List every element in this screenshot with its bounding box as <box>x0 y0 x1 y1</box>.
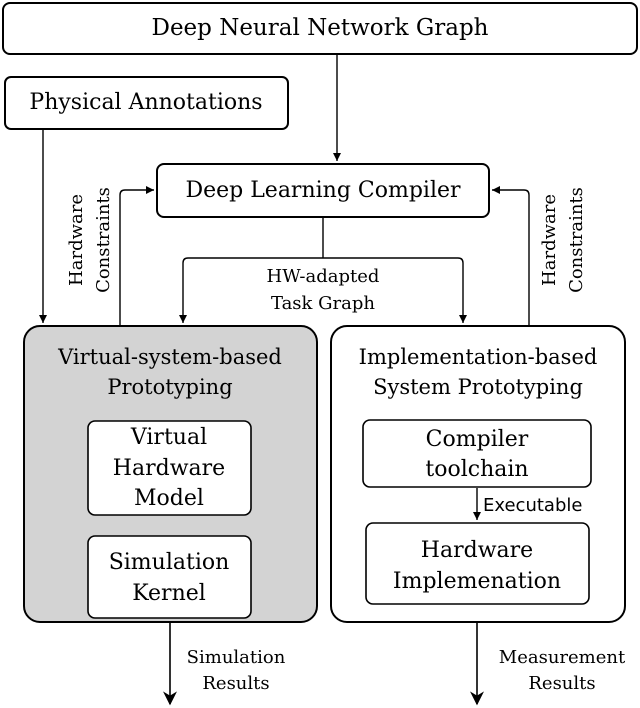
simulation-results-line1: Simulation <box>187 647 286 668</box>
compiler-toolchain-box <box>362 419 592 488</box>
virtual-proto-title-line2: Prototyping <box>107 375 232 399</box>
hw-constraints-left-line1: Hardware <box>66 194 87 286</box>
virtual-hw-model-line2: Hardware <box>113 456 225 481</box>
hw-constraints-left-line2: Constraints <box>93 187 114 293</box>
simulation-results-line2: Results <box>202 673 269 694</box>
arrow-compiler-to-impl <box>323 257 467 323</box>
physical-annotations-label: Physical Annotations <box>29 90 262 115</box>
virtual-hw-model-box <box>87 420 252 516</box>
arrow-virtual-to-compiler <box>119 186 154 326</box>
impl-proto-title-line2: System Prototyping <box>373 375 583 399</box>
compiler-toolchain-line1: Compiler <box>426 427 529 452</box>
hw-implementation-box <box>365 522 590 605</box>
dnn-graph-box <box>2 2 638 55</box>
hw-constraints-right-line1: Hardware <box>539 194 560 286</box>
measurement-results-line1: Measurement <box>499 647 626 668</box>
task-graph-label-bg <box>243 260 403 314</box>
compiler-label: Deep Learning Compiler <box>185 178 461 203</box>
simulation-kernel-line2: Kernel <box>132 581 206 606</box>
physical-annotations-box <box>4 76 289 130</box>
executable-label: Executable <box>483 495 582 516</box>
simulation-kernel-box <box>87 535 252 619</box>
hw-implementation-line1: Hardware <box>421 538 533 563</box>
dnn-graph-label: Deep Neural Network Graph <box>152 15 489 41</box>
impl-proto-title-line1: Implementation-based <box>359 345 598 369</box>
simulation-kernel-line1: Simulation <box>109 550 230 575</box>
task-graph-label-line1: HW-adapted <box>267 266 380 287</box>
compiler-toolchain-line2: toolchain <box>425 457 528 482</box>
arrow-compiler-to-virtual <box>179 257 323 323</box>
compiler-box <box>156 163 490 218</box>
virtual-proto-title-line1: Virtual-system-based <box>57 345 282 369</box>
virtual-hw-model-line3: Model <box>134 486 204 511</box>
arrow-impl-to-compiler <box>492 186 530 326</box>
task-graph-label-line2: Task Graph <box>271 293 375 314</box>
measurement-results-line2: Results <box>528 673 595 694</box>
virtual-hw-model-line1: Virtual <box>130 425 207 450</box>
hw-implementation-line2: Implemenation <box>393 569 561 594</box>
hw-constraints-right-line2: Constraints <box>566 187 587 293</box>
